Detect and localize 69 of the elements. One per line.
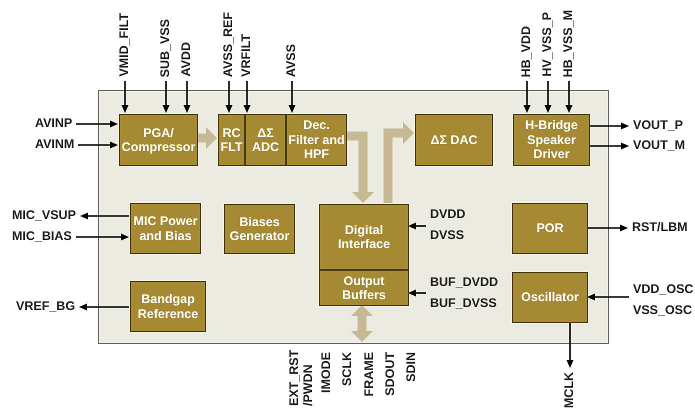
pin-label: AVSS_REF [222,12,236,78]
signal-arrow [544,81,552,113]
pin-label: VDD_OSC [633,283,694,297]
pin-label: VRFILT [240,34,254,77]
signal-arrow [76,120,118,128]
function-block: H-Bridge Speaker Driver [513,114,590,166]
signal-arrow [226,81,232,113]
function-block: ΔΣ DAC [415,114,493,166]
pin-label: AVINP [35,117,72,131]
signal-arrow [184,81,190,113]
pin-label: BUF_DVSS [430,297,497,311]
pin-label: IMODE [320,352,334,393]
signal-arrow [589,142,629,150]
function-block: RC FLT [218,114,245,166]
pin-label: VOUT_M [633,139,686,153]
pin-label: MCLK [563,372,577,408]
signal-arrow [587,224,628,232]
signal-arrow [587,294,629,300]
pin-label: SUB_VSS [159,19,173,78]
pin-label: AVSS [285,44,299,78]
pin-label: HV_VSS_P [541,12,555,77]
signal-arrow [408,290,426,296]
pin-label: FRAME [363,352,377,396]
function-block: Bandgap Reference [130,281,206,332]
data-flow-arrow [346,132,374,203]
function-block: Oscillator [512,272,588,323]
signal-arrow [524,81,530,113]
function-block: Biases Generator [224,204,295,254]
data-flow-arrow [197,127,217,149]
pin-label: SCLK [341,352,355,386]
pin-label: VMID_FILT [118,13,132,77]
signal-arrow [80,212,129,220]
pin-label: AVINM [35,138,74,152]
pin-label: DVDD [430,208,466,222]
pin-label: MIC_VSUP [12,209,76,223]
pin-label: EXT_RST /PWDN [288,352,316,406]
signal-arrow [589,122,629,130]
pin-label: VREF_BG [16,300,76,314]
pin-label: HB_VSS_M [562,10,576,78]
function-block: Output Buffers [319,270,409,306]
pin-label: VOUT_P [633,119,684,133]
signal-arrow [566,81,572,113]
function-block: PGA/ Compressor [119,114,198,166]
pin-label: MIC_BIAS [12,230,72,244]
function-block: MIC Power and Bias [130,203,201,254]
signal-arrow [566,322,574,368]
pin-label: DVSS [430,229,464,243]
function-block: POR [512,203,588,254]
chip-outline [98,90,609,344]
pin-label: HB_VDD [520,26,534,78]
pin-label: BUF_DVDD [430,276,498,290]
signal-arrow [408,222,426,230]
pin-label: AVDD [180,42,194,76]
signal-arrow [288,81,296,113]
function-block: Dec. Filter and HPF [286,114,347,166]
function-block: Digital Interface [319,204,409,270]
function-block: ΔΣ ADC [245,114,286,166]
signal-arrow [244,81,250,113]
signal-arrow [78,142,118,148]
pin-label: SDOUT [384,352,398,396]
signal-arrow [76,234,129,240]
pin-label: SDIN [405,352,419,382]
signal-arrow [162,81,170,113]
signal-arrow [79,304,129,310]
pin-label: VSS_OSC [633,304,692,318]
data-flow-arrow [384,122,414,203]
pin-label: RST/LBM [632,221,688,235]
data-flow-arrow [351,305,373,342]
signal-arrow [122,81,128,113]
